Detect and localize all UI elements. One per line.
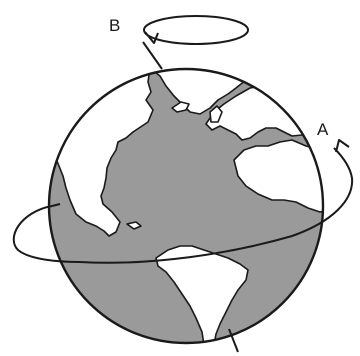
axis-rotation-loop: [144, 16, 248, 44]
label-a: A: [317, 120, 329, 139]
orbit-arrowhead: [336, 140, 349, 152]
rotation-axis: [143, 42, 162, 69]
label-b: B: [109, 16, 120, 35]
